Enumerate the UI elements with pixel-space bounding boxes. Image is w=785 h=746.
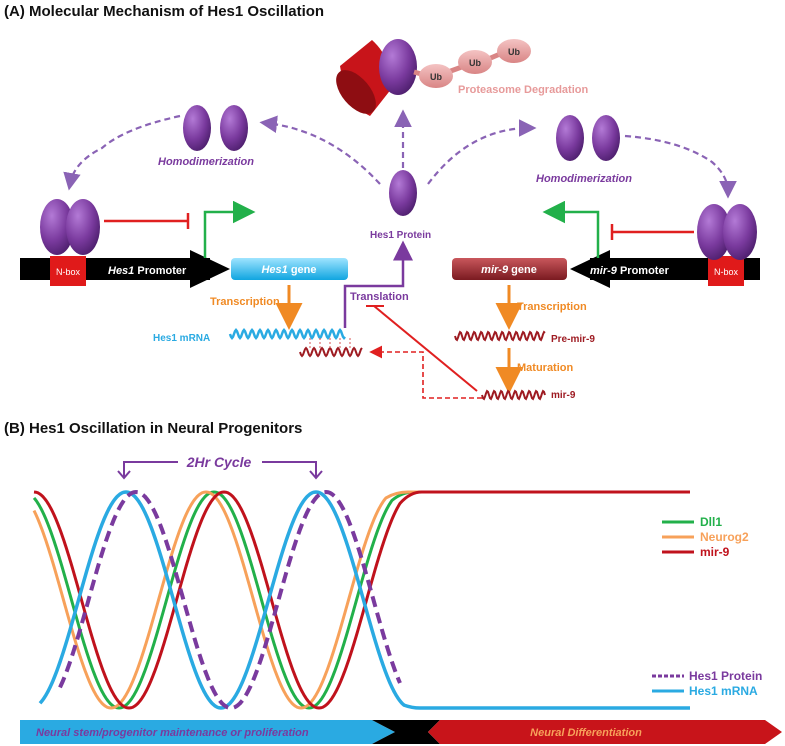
base-pairing-lines: [309, 338, 351, 350]
hes1-protein-degraded-icon: [379, 39, 417, 95]
homodimer-left-icon: [183, 105, 248, 151]
hes1-gene-label: Hes1 gene: [261, 264, 316, 276]
hes1-repression-left: [104, 213, 190, 229]
panel-a-title: (A) Molecular Mechanism of Hes1 Oscillat…: [4, 3, 324, 20]
maintenance-phase-label: Neural stem/progenitor maintenance or pr…: [36, 727, 309, 739]
nbox-left: [50, 256, 86, 286]
hes1-protein-label: Hes1 Protein: [370, 230, 431, 241]
translation-arrow: [343, 240, 413, 328]
transcription-right-label: Transcription: [517, 301, 587, 313]
hes1-mrna-curve: [38, 490, 690, 710]
panel-b-title: (B) Hes1 Oscillation in Neural Progenito…: [4, 420, 302, 437]
ub-label-2: Ub: [469, 58, 481, 68]
differentiation-phase-label: Neural Differentiation: [530, 727, 642, 739]
maturation-label: Maturation: [517, 362, 574, 374]
ub-label-1: Ub: [430, 72, 442, 82]
legend-label-neurog2: Neurog2: [700, 530, 749, 544]
proteasome-label: Proteasome Degradation: [458, 84, 588, 96]
transition-phase-bar: [372, 720, 440, 744]
hes1-activation-arrow: [203, 200, 256, 258]
hes1-protein-curve: [58, 489, 402, 711]
nbox-right: [708, 256, 744, 286]
homodimerization-left-label: Homodimerization: [158, 156, 254, 168]
feedback-arrows: [63, 109, 737, 199]
cycle-span-bracket: [117, 461, 323, 480]
proteasome-icon: [336, 40, 392, 116]
homodimerization-right-label: Homodimerization: [536, 173, 632, 185]
maintenance-phase-bar: [20, 720, 395, 744]
cycle-label: 2Hr Cycle: [186, 454, 252, 470]
nbox-left-label: N-box: [56, 267, 81, 277]
legend-bottom: Hes1 Protein Hes1 mRNA: [652, 669, 762, 698]
pre-mir9-strand: [454, 330, 546, 342]
legend-label-hes1-protein: Hes1 Protein: [689, 669, 762, 683]
ubiquitin-chain-icon: [413, 39, 531, 88]
hes1-dimer-bound-right-icon: [697, 204, 757, 260]
mir9-gene-label: mir-9 gene: [481, 264, 537, 276]
legend-label-dll1: Dll1: [700, 515, 722, 529]
homodimer-right-icon: [556, 115, 620, 161]
hes1-promoter-arrow: [190, 250, 230, 288]
hes1-protein-icon: [389, 170, 417, 216]
legend-label-mir9: mir-9: [700, 545, 730, 559]
mir9-promoter-label: mir-9 Promoter: [590, 265, 670, 277]
mir9-label: mir-9: [551, 390, 576, 401]
hes1-repression-right: [610, 224, 694, 240]
differentiation-phase-bar: [428, 720, 782, 744]
hes1-gene-box: [231, 258, 348, 280]
ub-label-3: Ub: [508, 47, 520, 57]
mir9-strand: [481, 389, 546, 401]
oscillation-curves: [32, 489, 690, 711]
hes1-promoter-label: Hes1 Promoter: [108, 265, 187, 277]
mir9-curve: [33, 490, 690, 710]
mir9-gene-box: [452, 258, 567, 280]
pre-mir9-label: Pre-mir-9: [551, 334, 595, 345]
hes1-mrna-label: Hes1 mRNA: [153, 333, 210, 344]
mir9-promoter-arrow: [570, 250, 610, 288]
nbox-right-label: N-box: [714, 267, 739, 277]
mir9-activation-arrow: [542, 200, 600, 258]
translation-label: Translation: [350, 291, 409, 303]
hes1-mrna-strand: [228, 328, 346, 340]
mir9-translation-inhibition: [366, 305, 478, 392]
mir9-binding-arrow: [369, 345, 482, 399]
mir9-bound-strand: [299, 346, 363, 358]
hes1-dimer-bound-left-icon: [40, 199, 100, 255]
legend-label-hes1-mrna: Hes1 mRNA: [689, 684, 758, 698]
legend-top: Dll1 Neurog2 mir-9: [662, 515, 749, 559]
transcription-left-label: Transcription: [210, 296, 280, 308]
